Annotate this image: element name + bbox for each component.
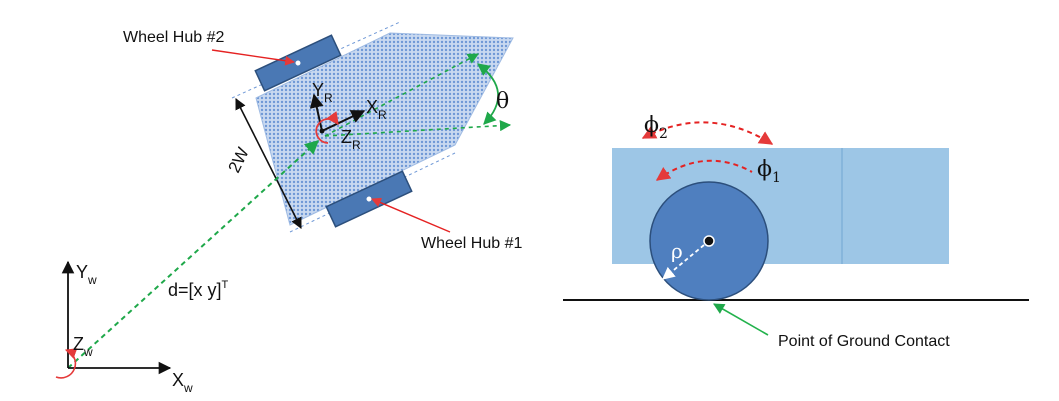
width-label: 2W [225, 145, 253, 176]
heading-line [324, 53, 479, 137]
wheel-hub-1-label: Wheel Hub #1 [421, 235, 522, 252]
robot-z-rotation-arrow [315, 111, 339, 144]
ground-contact-pointer [713, 303, 769, 336]
top-view: 2W θ YR XR ZR Wheel Hub #2 Wheel Hub #1 … [55, 21, 522, 395]
side-view: ρ ϕ2 ϕ1 Point of Ground Contact [563, 113, 1029, 350]
wheel-hub-1-shape [325, 170, 413, 228]
robot-x-label: XR [366, 97, 387, 122]
phi2-arc [641, 121, 774, 145]
robot-y-axis [309, 93, 324, 132]
wheel-hub-2-shape [254, 34, 342, 92]
phi1-arc [655, 159, 753, 181]
wheel-hub-1-pointer [371, 197, 451, 233]
theta-label: θ [496, 89, 509, 114]
wheel-axle [703, 235, 715, 247]
robot-y-label: YR [312, 80, 333, 105]
world-y-label: Yw [76, 262, 97, 287]
rho-label: ρ [671, 239, 683, 263]
phi2-label: ϕ2 [644, 113, 668, 142]
displacement-label: d=[x y]T [168, 279, 229, 300]
robot-z-label: ZR [341, 127, 361, 152]
ground-contact-label: Point of Ground Contact [778, 333, 950, 350]
reference-line [324, 120, 512, 137]
world-x-label: Xw [172, 370, 193, 395]
radius-line [662, 244, 705, 280]
world-z-label: Zw [73, 334, 93, 359]
robot-origin [319, 128, 325, 134]
robot-x-axis [321, 110, 366, 132]
wheel-hub-2-pointer [211, 49, 295, 66]
phi1-label: ϕ1 [757, 157, 781, 186]
theta-arc [476, 63, 500, 125]
displacement-vector [67, 140, 320, 369]
wheel-hub-2-label: Wheel Hub #2 [123, 29, 224, 46]
world-z-rotation-arrow [55, 348, 78, 379]
width-dimension-line [235, 97, 302, 230]
